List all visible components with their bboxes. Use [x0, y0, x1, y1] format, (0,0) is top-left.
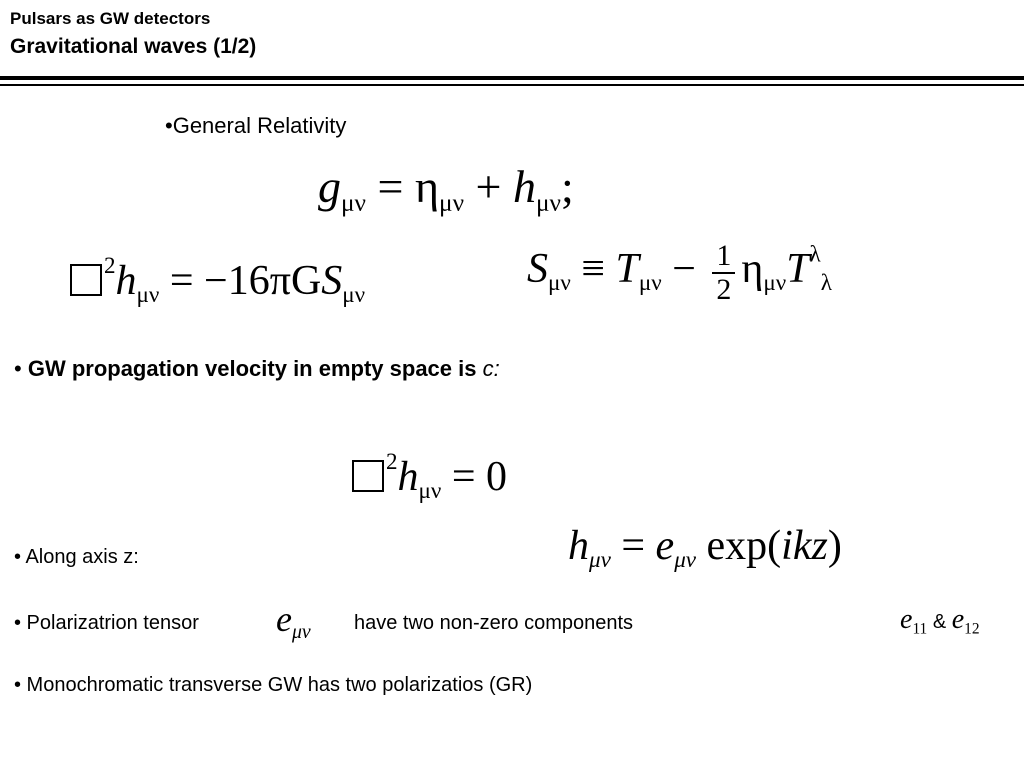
eq3-denominator: 2 [716, 272, 732, 306]
eq1-equals: = [366, 161, 415, 212]
comp-e11: e [900, 604, 913, 635]
eq5-h-sub: μν [589, 546, 611, 573]
axis-z-label: • Along axis z: [14, 546, 139, 568]
eq3-s-sub: μν [548, 269, 571, 296]
eq1-g-sub: μν [341, 188, 367, 217]
polarization-bullet-text: • Polarizatrion tensor [14, 612, 199, 634]
eq2-box-power: 2 [104, 252, 116, 278]
vacuum-wave-equation: 2hμν = 0 [352, 448, 507, 504]
eq3-def: ≡ [570, 246, 616, 293]
eq4-h-sub: μν [418, 476, 442, 503]
nonzero-components: e11 & e12 [900, 604, 980, 638]
eq3-t2-sub: λ [820, 269, 832, 296]
eq3-t2-sup: λ [809, 240, 821, 267]
dalembertian-box-icon [70, 263, 102, 296]
comp-e12: e [951, 604, 965, 635]
eq5-close: ) [827, 523, 842, 569]
dalembertian-box-icon-2 [352, 459, 384, 492]
eq1-h: h [513, 161, 536, 212]
eq2-rhs: = −16πG [159, 257, 322, 304]
eq5-ikz: ikz [781, 523, 828, 569]
pol-e: e [276, 599, 292, 639]
plane-wave-solution: hμν = eμν exp(ikz) [568, 522, 842, 573]
eq3-t-sub: μν [638, 269, 662, 296]
eq2-h: h [115, 257, 137, 304]
eq5-h: h [568, 523, 589, 569]
propagation-c: c: [482, 356, 500, 381]
slide-supertitle: Pulsars as GW detectors [10, 9, 211, 28]
slide-title: Gravitational waves (1/2) [10, 35, 257, 58]
eq2-s: S [321, 257, 343, 304]
comp-e12-sub: 12 [964, 620, 980, 638]
propagation-text: GW propagation velocity in empty space i… [27, 356, 483, 381]
eq1-h-sub: μν [536, 188, 562, 217]
eq1-eta: η [414, 161, 440, 212]
comp-e11-sub: 11 [912, 620, 928, 638]
eq1-tail: ; [561, 161, 574, 212]
wave-equation-source: 2hμν = −16πGSμν [70, 252, 365, 308]
eq5-e-sub: μν [674, 546, 697, 573]
header-rule-thin [0, 84, 1024, 86]
header-rule-thick [0, 76, 1024, 80]
eq4-box-power: 2 [386, 448, 398, 474]
metric-perturbation-equation: gμν = ημν + hμν; [318, 160, 574, 218]
eq1-eta-sub: μν [439, 188, 465, 217]
eq3-s: S [527, 246, 548, 293]
general-relativity-label: •General Relativity [165, 113, 347, 138]
polarization-components-text: have two non-zero components [354, 612, 634, 634]
eq3-minus: − [661, 246, 707, 293]
eq3-t2: T [786, 246, 810, 293]
eq3-eta-sub: μν [763, 269, 787, 296]
eq5-equals: = [610, 523, 656, 569]
polarization-tensor-symbol: eμν [276, 598, 311, 644]
propagation-bullet: • GW propagation velocity in empty space… [14, 356, 500, 382]
eq5-exp: exp( [696, 523, 782, 569]
monochromatic-bullet: • Monochromatic transverse GW has two po… [14, 674, 533, 696]
eq3-t: T [615, 246, 639, 293]
eq4-h: h [397, 453, 419, 500]
pol-e-sub: μν [291, 620, 311, 643]
eq3-numerator: 1 [712, 240, 736, 274]
eq5-e: e [655, 523, 675, 569]
eq2-h-sub: μν [136, 280, 160, 307]
propagation-bullet-mark: • [14, 356, 28, 381]
eq4-rhs: = 0 [441, 453, 508, 500]
eq1-g: g [318, 161, 341, 212]
eq3-eta: η [741, 246, 764, 293]
eq1-plus: + [464, 161, 513, 212]
eq2-s-sub: μν [342, 280, 366, 307]
comp-ampersand: & [927, 611, 952, 633]
